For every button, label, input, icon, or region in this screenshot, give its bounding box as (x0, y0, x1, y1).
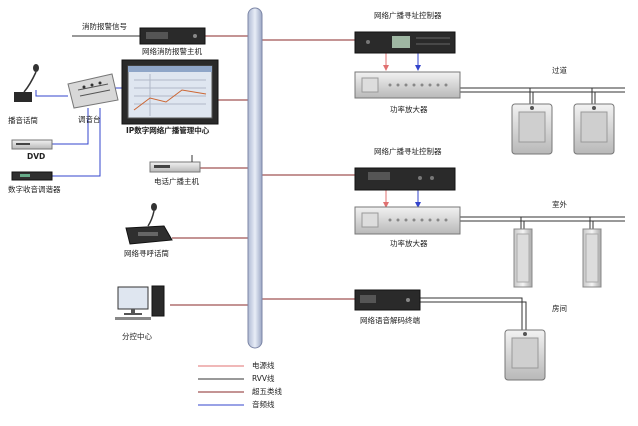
network-bus (247, 7, 263, 349)
room-speaker (504, 329, 546, 381)
dvd-audio-line (52, 108, 89, 145)
outdoor-speaker-2 (582, 228, 602, 288)
tuner-audio-line (52, 108, 101, 177)
legend-label-audio: 音频线 (252, 400, 275, 409)
room-label: 房间 (552, 304, 567, 313)
room-line-b (420, 301, 527, 330)
aisle-label: 过道 (552, 66, 567, 75)
room-line-a (420, 297, 523, 330)
broadcast-mic-label: 播音话筒 (8, 116, 38, 125)
amplifier-2 (354, 206, 461, 235)
mic-audio-line (35, 90, 68, 97)
zone-controller-2 (354, 167, 456, 191)
zone-controller-1-label: 网络广播寻址控制器 (374, 11, 442, 20)
controller1-link (261, 39, 355, 48)
amplifier-2-label: 功率放大器 (390, 239, 428, 248)
tuner-device (11, 171, 53, 181)
branch-center-label: 分控中心 (122, 332, 152, 341)
phone-host-device (149, 155, 201, 173)
dvd-label: DVD (27, 152, 46, 161)
zone-controller-1 (354, 31, 456, 54)
paging-mic-label: 网络寻呼话筒 (124, 249, 169, 258)
ip-center-rack (121, 59, 219, 125)
tuner-label: 数字收音调谐器 (8, 185, 61, 194)
phone-host-label: 电话广播主机 (154, 177, 199, 186)
amplifier-1-label: 功率放大器 (390, 105, 428, 114)
decoder-label: 网络语音解码终端 (360, 316, 420, 325)
legend-label-rvv: RVV线 (252, 374, 275, 383)
legend-label-power: 电源线 (252, 361, 275, 370)
aisle-speaker-1 (511, 103, 553, 155)
legend-label-cat5e: 超五类线 (252, 387, 282, 396)
outdoor-speaker-1 (513, 228, 533, 288)
zone-controller-2-label: 网络广播寻址控制器 (374, 147, 442, 156)
mixer-device (67, 73, 119, 109)
legend (198, 365, 244, 406)
decoder-device (354, 289, 421, 311)
dvd-device (11, 139, 53, 150)
ip-center-label: IP数字网络广播管理中心 (126, 126, 210, 135)
microphone-icon (14, 64, 39, 102)
fire-signal-label: 消防报警信号 (82, 22, 127, 31)
mixer-label: 调音台 (78, 115, 101, 124)
amplifier-1 (354, 71, 461, 99)
paging-mic-device (125, 203, 173, 245)
fire-host-device (139, 27, 206, 45)
aisle-speaker-2 (573, 103, 615, 155)
fire-host-label: 网络消防报警主机 (142, 47, 202, 56)
branch-pc (115, 285, 165, 320)
outdoor-label: 室外 (552, 200, 567, 209)
